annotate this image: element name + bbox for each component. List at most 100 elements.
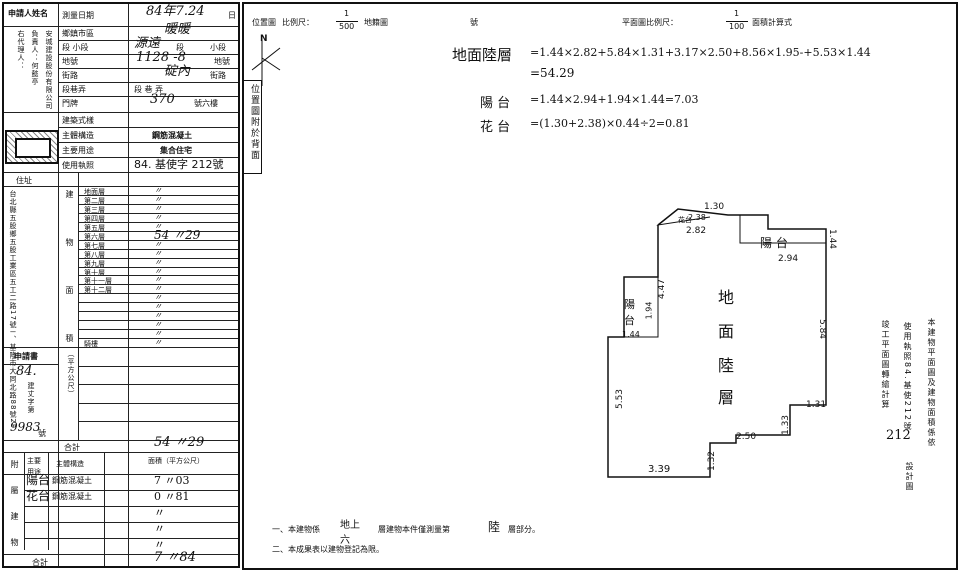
street-unit: 街路 xyxy=(210,71,226,80)
attached-area: 〃 xyxy=(154,506,165,519)
floor-name: 第九層 xyxy=(84,259,105,268)
dim-label: 1.31 xyxy=(806,400,827,410)
floor-area: 〃 xyxy=(154,186,162,195)
total-label: 合計 xyxy=(64,443,80,452)
attached-use: 花台 xyxy=(26,489,51,503)
planter-formula: =(1.30+2.38)×0.44÷2=0.81 xyxy=(530,117,690,130)
attached-use: 陽台 xyxy=(26,473,51,487)
subsection-unit: 小段 xyxy=(210,43,226,52)
license-label: 使用執照 xyxy=(62,161,94,170)
floor-name: 第八層 xyxy=(84,250,105,259)
attached-total-value: 7 〃84 xyxy=(154,550,196,565)
company-seal xyxy=(5,130,59,164)
floor-name: 第三層 xyxy=(84,205,105,214)
scale-numerator: 1 xyxy=(344,9,350,18)
lot-unit: 地號 xyxy=(214,57,230,66)
dim-label: 1.32 xyxy=(707,450,718,472)
note-2: 二、本成果表以建物登記為限。 xyxy=(272,545,384,554)
license-value: 84. 基使字 212號 xyxy=(134,158,224,171)
balcony-label: 陽 台 xyxy=(480,96,511,111)
structure-label: 主體構造 xyxy=(62,131,94,140)
street-value: 碇內 xyxy=(164,64,191,79)
application-no: 9983 xyxy=(10,420,41,434)
attached-area: 7 〃03 xyxy=(154,474,190,487)
floor-name: 第六層 xyxy=(84,232,105,241)
lot-value: 1128 -8 xyxy=(136,50,186,65)
floor-area: 〃 xyxy=(154,284,162,294)
floor-area: 〃 xyxy=(154,311,162,321)
dim-label: 2.50 xyxy=(736,432,757,442)
floor-area: 〃 xyxy=(154,320,162,330)
application-year: 84. xyxy=(16,364,37,379)
floors-section-label: 建物面積 xyxy=(65,190,74,382)
note-1-suffix: 層部分。 xyxy=(508,525,540,534)
date-day: 日 xyxy=(228,11,236,20)
location-note: 位置圖附於背面 xyxy=(249,84,259,161)
floor-area: 〃 xyxy=(154,239,162,249)
number-label: 號 xyxy=(470,18,478,27)
ground-floor-formula: =1.44×2.82+5.84×1.31+3.17×2.50+8.56×1.95… xyxy=(530,46,871,59)
floor-outline xyxy=(607,208,827,478)
certification-line-2: 使用執照84.基使212號 xyxy=(903,322,912,432)
location-note-box xyxy=(242,80,262,174)
district-value: 暖暖 xyxy=(164,22,191,37)
door-value: 370 xyxy=(150,92,175,107)
plan-scale-label: 平面圖比例尺： xyxy=(622,18,678,27)
dim-label: 5.53 xyxy=(615,388,626,410)
dim-label: 2.38 xyxy=(688,213,706,222)
attached-area: 0 〃81 xyxy=(154,490,190,503)
balcony-formula: =1.44×2.94+1.94×1.44=7.03 xyxy=(530,93,699,106)
floor-name: 第四層 xyxy=(84,214,105,223)
floor-name: 第十一層 xyxy=(84,277,112,286)
floor-name: 第二層 xyxy=(84,196,105,205)
dim-label: 2.82 xyxy=(686,226,707,236)
dim-label: 5.84 xyxy=(817,318,828,340)
application-no-label: 申請書 xyxy=(14,352,38,361)
date-label: 測量日期 xyxy=(62,11,94,20)
company-name: 安城建設股份有限公司 xyxy=(45,30,53,110)
planter-label: 花 台 xyxy=(480,120,511,135)
floor-area: 〃 xyxy=(154,302,162,312)
floor-name: 第五層 xyxy=(84,223,105,232)
district-label: 鄉鎮市區 xyxy=(62,29,94,38)
section-unit: 段 xyxy=(176,43,184,52)
plan-scale-denominator: 100 xyxy=(729,22,745,31)
floor-area: 〃 xyxy=(154,257,162,267)
note-1-floors: 地上六 xyxy=(340,520,360,546)
street-label: 街路 xyxy=(62,71,78,80)
door-unit: 號六樓 xyxy=(194,99,218,108)
floor-label-char: 面 xyxy=(718,322,735,341)
balcony-left-label: 陽 台 xyxy=(624,298,635,327)
total-value: 54 〃29 xyxy=(154,435,205,450)
floor-area: 〃 xyxy=(154,221,162,231)
floor-area: 〃 xyxy=(154,203,162,213)
certification-line-3: 竣工平面圖轉繪計算 xyxy=(881,320,890,410)
floor-area: 〃 xyxy=(154,212,162,222)
attached-area: 〃 xyxy=(154,538,165,551)
ground-floor-result: =54.29 xyxy=(530,66,575,80)
floor-area: 〃 xyxy=(154,194,162,204)
floor-plan-drawing xyxy=(607,208,827,478)
location-label: 位置圖 xyxy=(252,18,276,27)
certification-line-4: 設計圖 xyxy=(905,462,914,492)
note-1-prefix: 一、本建物係 xyxy=(272,525,320,534)
dim-label: 2.94 xyxy=(778,254,799,264)
plan-scale-suffix: 面積計算式 xyxy=(752,18,792,27)
note-1-floor: 陸 xyxy=(488,520,501,534)
lane-label: 段巷弄 xyxy=(62,85,86,94)
structure-value: 鋼筋混凝土 xyxy=(152,131,192,140)
dim-label: 1.44 xyxy=(622,330,640,339)
dim-label: 4.47 xyxy=(657,278,668,300)
attached-use-header: 主要用途 xyxy=(27,457,41,476)
north-arrow-icon xyxy=(251,40,281,86)
floor-name: 地面層 xyxy=(84,188,105,196)
floor-area: 〃 xyxy=(154,266,162,276)
balcony-right-outline xyxy=(739,215,826,244)
scale-suffix: 地籍圖 xyxy=(364,18,388,27)
lane-value: 段 巷 弄 xyxy=(134,85,164,94)
floor-area: 〃 xyxy=(154,293,162,303)
agent-label: 右代理人： xyxy=(17,30,25,70)
date-value: 84年7.24 xyxy=(146,4,205,19)
attached-struct: 鋼筋混凝土 xyxy=(52,476,92,485)
ground-floor-label: 地面陸層 xyxy=(452,46,513,64)
